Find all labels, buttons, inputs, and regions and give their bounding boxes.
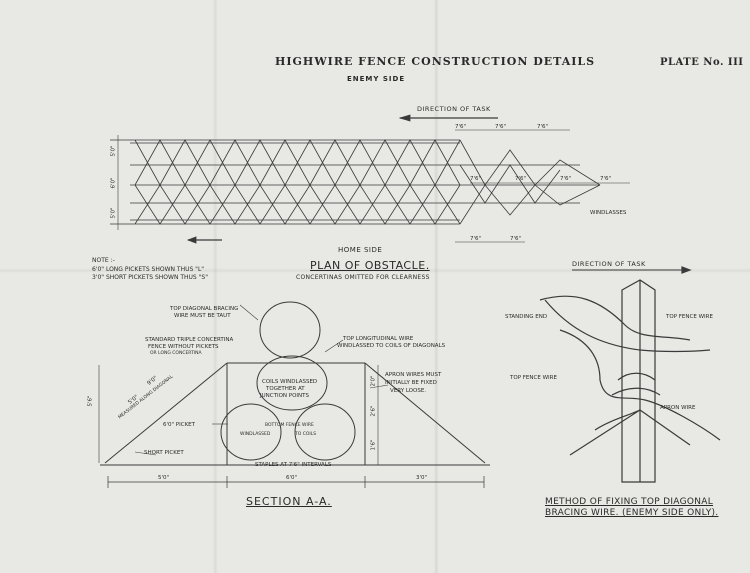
plan-dim-top-3: 7'6" <box>537 124 549 130</box>
plan-dim-bottom-1: 7'6" <box>470 236 482 242</box>
height-5-6: 5'6" <box>87 395 94 407</box>
windlasses-label: WINDLASSES <box>590 210 627 216</box>
note-line-1: 6'0" LONG PICKETS SHOWN THUS "L" <box>92 266 205 273</box>
top-longitudinal-label-2: WINDLASSED TO COILS OF DIAGONALS <box>337 343 446 349</box>
staples-label: STAPLES AT 7'6" INTERVALS <box>255 462 332 468</box>
section-a-a-drawing <box>98 301 490 488</box>
height-2-0: 2'0" <box>370 375 377 387</box>
coils-label-2: TOGETHER AT <box>266 386 305 392</box>
section-title: SECTION A-A. <box>246 495 332 508</box>
plate-number: PLATE No. III <box>660 57 744 68</box>
plan-of-obstacle-drawing <box>110 114 630 244</box>
method-title-line-1: METHOD OF FIXING TOP DIAGONAL <box>545 497 714 507</box>
top-fence-wire-right-label: TOP FENCE WIRE <box>666 314 713 320</box>
method-title: METHOD OF FIXING TOP DIAGONAL BRACING WI… <box>545 497 718 519</box>
top-diagonal-label-2: WIRE MUST BE TAUT <box>174 313 231 319</box>
apron-note-1: APRON WIRES MUST <box>385 372 442 378</box>
enemy-side-label: ENEMY SIDE <box>347 75 406 83</box>
note-line-2: 3'0" SHORT PICKETS SHOWN THUS "S" <box>92 274 208 281</box>
coils-label-1: COILS WINDLASSED <box>262 379 318 385</box>
home-side-label: HOME SIDE <box>338 246 383 254</box>
plan-subtitle: CONCERTINAS OMITTED FOR CLEARNESS <box>296 274 430 281</box>
windlassed-label: WINDLASSED <box>240 432 271 437</box>
plan-dim-side-1: 5'0" <box>110 145 117 157</box>
plan-dim-side-2: 6'0" <box>110 177 117 189</box>
apron-note-3: VERY LOOSE. <box>390 388 427 394</box>
plan-dim-mid-3: 7'6" <box>560 176 572 182</box>
top-diagonal-label: TOP DIAGONAL BRACING <box>170 306 239 312</box>
standing-end-label: STANDING END <box>505 314 548 320</box>
standard-fence-label: STANDARD TRIPLE CONCERTINA <box>145 337 234 343</box>
plan-direction-label: DIRECTION OF TASK <box>417 105 491 113</box>
plan-dim-side-3: 5'0" <box>110 207 117 219</box>
base-dim-left: 5'0" <box>158 475 170 481</box>
apron-wire-label: APRON WIRE <box>660 405 696 411</box>
base-dim-center: 6'0" <box>286 475 298 481</box>
top-fence-wire-left-label: TOP FENCE WIRE <box>510 375 557 381</box>
plan-dim-top-2: 7'6" <box>495 124 507 130</box>
note-heading: NOTE :- <box>92 257 115 264</box>
plan-title: PLAN OF OBSTACLE. <box>310 259 430 272</box>
height-2-6: 2'6" <box>370 405 377 417</box>
plan-dim-top-1: 7'6" <box>455 124 467 130</box>
method-title-line-2: BRACING WIRE. (ENEMY SIDE ONLY). <box>545 508 719 518</box>
bottom-fence-wire-label: BOTTOM FENCE WIRE <box>265 423 314 428</box>
picket-label: 6'0" PICKET <box>163 422 196 428</box>
standard-fence-label-2: FENCE WITHOUT PICKETS <box>148 344 219 350</box>
base-dim-right: 3'0" <box>416 475 428 481</box>
page-title: HIGHWIRE FENCE CONSTRUCTION DETAILS <box>275 55 596 68</box>
plan-dim-bottom-2: 7'6" <box>510 236 522 242</box>
top-longitudinal-label: TOP LONGITUDINAL WIRE <box>343 336 414 342</box>
method-detail-drawing <box>539 266 721 483</box>
coils-label-3: JUNCTION POINTS <box>260 393 310 399</box>
short-picket-label: SHORT PICKET <box>144 450 184 456</box>
method-direction-label: DIRECTION OF TASK <box>572 260 646 268</box>
plan-dim-mid-2: 7'6" <box>515 176 527 182</box>
plan-dim-mid-4: 7'6" <box>600 176 612 182</box>
plan-dim-mid-1: 7'6" <box>470 176 482 182</box>
to-coils-label: TO COILS <box>295 432 317 437</box>
apron-note-2: INITIALLY BE FIXED <box>385 380 437 386</box>
height-1-6: 1'6" <box>370 439 377 451</box>
standard-fence-label-3: OR LONG CONCERTINA <box>150 351 202 356</box>
